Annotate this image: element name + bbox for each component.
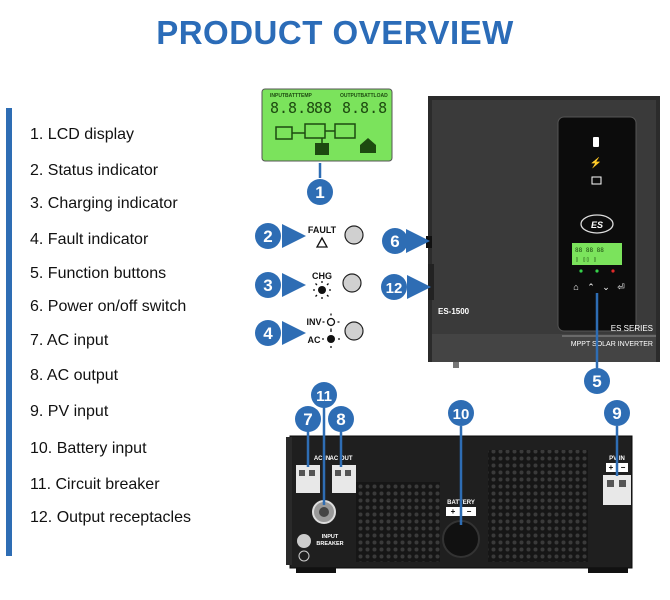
- svg-text:2: 2: [263, 227, 272, 246]
- legend-item: 1. LCD display: [30, 126, 135, 143]
- inv-label: INV: [306, 317, 321, 327]
- callout-10: 10: [448, 400, 474, 426]
- callout-5: 5: [584, 368, 610, 394]
- legend-item: 5. Function buttons: [30, 265, 167, 282]
- sun-filled-icon: [322, 330, 340, 348]
- home-button[interactable]: ⌂: [573, 282, 578, 292]
- rear-vent-left: [356, 482, 440, 562]
- lcd-right-header: OUTPUTBATTLOAD: [340, 93, 388, 99]
- legend-accent-bar: [6, 108, 12, 556]
- svg-text:9: 9: [612, 404, 621, 423]
- legend-item: 6. Power on/off switch: [30, 298, 187, 315]
- callout-3: 3: [255, 272, 281, 298]
- legend-item: 11. Circuit breaker: [30, 476, 160, 493]
- svg-text:6: 6: [390, 232, 399, 251]
- transfer-icon: ⚡: [590, 156, 602, 169]
- svg-text:+: +: [609, 463, 614, 472]
- page-title: PRODUCT OVERVIEW: [156, 14, 514, 51]
- charging-indicator-led: [342, 273, 362, 293]
- front-lcd: [572, 243, 622, 265]
- inverter-rear: AC IN AC OUT INPUT BREAKER BATTERY + − P…: [286, 435, 633, 573]
- ac-output-terminal[interactable]: [332, 465, 356, 493]
- legend-item: 7. AC input: [30, 332, 109, 349]
- svg-text:11: 11: [316, 388, 332, 405]
- callout-9: 9: [604, 400, 630, 426]
- svg-text:8.8.8: 8.8.8: [342, 99, 387, 117]
- ground-screw: [297, 534, 311, 548]
- callout-4: 4: [255, 320, 281, 346]
- inverter-icon: [591, 176, 602, 185]
- svg-text:88 88 88: 88 88 88: [575, 247, 604, 254]
- pv-input-terminal[interactable]: [603, 475, 631, 505]
- lcd-display: INPUTBATTTEMP OUTPUTBATTLOAD 8.8.8 88 8.…: [261, 88, 393, 162]
- chg-label: CHG: [312, 271, 332, 281]
- callout-8: 8: [328, 406, 354, 432]
- battery-icon: [593, 137, 599, 147]
- output-receptacles: [428, 264, 434, 300]
- inverter-front: ⚡ ES 88 88 88 ▯ ▯▯ ▯ ⌂ ⌃ ⌄ ⏎ ES-1500 ES …: [426, 96, 660, 368]
- enter-button[interactable]: ⏎: [617, 282, 625, 292]
- svg-text:4: 4: [263, 324, 273, 343]
- status-indicator-led: [344, 321, 364, 341]
- legend-item: 3. Charging indicator: [30, 195, 178, 212]
- callout-12: 12: [381, 274, 407, 300]
- legend-item: 9. PV input: [30, 403, 109, 420]
- svg-text:+: +: [451, 507, 456, 516]
- legend-item: 8. AC output: [30, 367, 119, 384]
- callout-6: 6: [382, 228, 408, 254]
- down-button[interactable]: ⌄: [602, 282, 610, 292]
- breaker-label-line1: INPUT: [322, 534, 339, 540]
- brand-logo: ES: [591, 220, 603, 230]
- ac-input-terminal[interactable]: [296, 465, 320, 493]
- legend-item: 2. Status indicator: [30, 162, 159, 179]
- power-switch[interactable]: [426, 236, 432, 248]
- sun-icon: [313, 281, 331, 299]
- callout-7: 7: [295, 406, 321, 432]
- callout-1: 1: [307, 179, 333, 205]
- svg-text:10: 10: [453, 406, 470, 423]
- svg-text:1: 1: [315, 183, 324, 202]
- svg-text:3: 3: [263, 276, 272, 295]
- svg-text:12: 12: [386, 280, 403, 297]
- sun-outline-icon: [322, 313, 340, 331]
- svg-text:−: −: [621, 463, 626, 472]
- legend-item: 12. Output receptacles: [30, 509, 191, 526]
- warning-icon: [315, 236, 329, 248]
- svg-text:7: 7: [303, 410, 312, 429]
- breaker-label-line2: BREAKER: [316, 541, 343, 547]
- function-buttons: ⌂ ⌃ ⌄ ⏎: [573, 282, 625, 292]
- model-label: ES-1500: [438, 307, 470, 316]
- legend-item: 4. Fault indicator: [30, 231, 149, 248]
- callout-11: 11: [311, 382, 337, 408]
- product-line-label: MPPT SOLAR INVERTER: [571, 341, 653, 348]
- up-button[interactable]: ⌃: [587, 282, 595, 292]
- battery-input-port[interactable]: [442, 520, 480, 558]
- ac-in-label: AC IN: [314, 456, 330, 462]
- fault-indicator-led: [344, 225, 364, 245]
- callout-2: 2: [255, 223, 281, 249]
- lcd-left-header: INPUTBATTTEMP: [270, 93, 313, 99]
- rear-vent-right: [488, 450, 588, 562]
- svg-text:▯ ▯▯ ▯: ▯ ▯▯ ▯: [575, 256, 597, 263]
- series-label: ES SERIES: [611, 324, 653, 333]
- ground-icon: [298, 550, 310, 562]
- fault-label: FAULT: [308, 225, 337, 235]
- svg-text:5: 5: [592, 372, 601, 391]
- svg-text:−: −: [467, 507, 472, 516]
- svg-text:88: 88: [314, 99, 332, 117]
- svg-text:8.8.8: 8.8.8: [270, 99, 315, 117]
- legend-item: 10. Battery input: [30, 440, 147, 457]
- svg-text:8: 8: [336, 410, 345, 429]
- ac-label: AC: [308, 335, 321, 345]
